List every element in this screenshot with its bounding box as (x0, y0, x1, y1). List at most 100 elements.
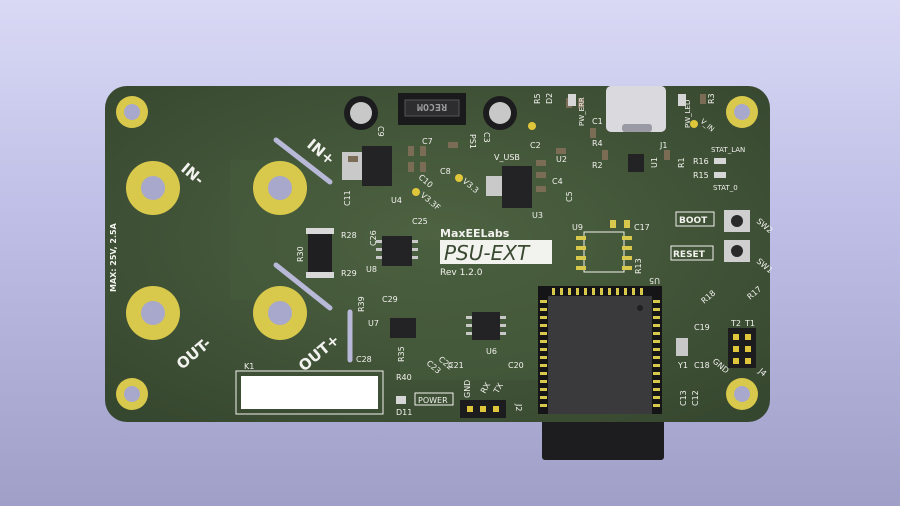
ic-u8 (382, 236, 412, 266)
esp32-pad (560, 288, 563, 295)
copper-pour (400, 240, 540, 380)
resistor-pad (306, 272, 334, 278)
esp32-pad (653, 308, 660, 311)
silk-divider (273, 137, 333, 185)
ref-r35: R35 (397, 346, 406, 362)
ref-u7: U7 (368, 319, 379, 328)
esp32-pad (576, 288, 579, 295)
board-revision: Rev 1.2.0 (440, 268, 483, 278)
ref-c5: C5 (565, 191, 574, 202)
test-point (690, 120, 698, 128)
test-point (455, 174, 463, 182)
esp32-pad (640, 288, 643, 295)
esp32-pad (540, 300, 547, 303)
ref-c13: C13 (679, 390, 688, 406)
brand-box (440, 240, 552, 264)
esp32-pad (624, 288, 627, 295)
esp32-pad (584, 288, 587, 295)
ic-u8-pins (376, 240, 418, 259)
esp32-pad (568, 288, 571, 295)
ref-c18: C18 (694, 361, 710, 370)
esp32-pad (540, 364, 547, 367)
relay-k1-outline (235, 370, 384, 415)
led-pw-led-label: PW_LED (684, 100, 692, 128)
rating-label: MAX: 25V, 2.5A (109, 222, 118, 292)
ref-c8: C8 (440, 167, 451, 176)
header-j4[interactable] (728, 328, 756, 368)
ref-r16: R16 (693, 157, 709, 166)
ref-c4: C4 (552, 177, 563, 186)
led-stat-0 (714, 172, 726, 178)
boot-label-box (675, 211, 715, 227)
esp32-pad (653, 404, 660, 407)
silk-divider (273, 262, 333, 311)
led-stat-lan-label: STAT_LAN (711, 146, 745, 154)
ref-c29: C29 (382, 295, 398, 304)
mounting-hole (116, 378, 148, 410)
esp32-pad (552, 288, 555, 295)
terminal-pad-in-minus (126, 161, 180, 215)
esp32-pad (653, 324, 660, 327)
ref-c17: C17 (634, 223, 650, 232)
boot-button[interactable] (724, 210, 750, 232)
mounting-hole (726, 96, 758, 128)
electrolytic-capacitor-c9 (344, 96, 378, 130)
resistor-pad (306, 228, 334, 234)
esp32-pad (600, 288, 603, 295)
ref-j2: J2 (514, 403, 523, 411)
ref-ps1: PS1 (468, 134, 477, 149)
ref-u8: U8 (366, 265, 377, 274)
ref-c11: C11 (343, 190, 352, 206)
ref-c28: C28 (356, 355, 372, 364)
esp32-pad (653, 348, 660, 351)
led-power-label: POWER (418, 396, 448, 405)
regulator-tab (486, 176, 502, 196)
reset-button[interactable] (724, 240, 750, 262)
ref-c25: C25 (412, 217, 428, 226)
ic-u9-pads (576, 220, 632, 270)
ref-u9: U9 (572, 223, 583, 232)
ref-d2: D2 (545, 93, 554, 104)
esp32-pad (653, 364, 660, 367)
esp32-pad (540, 324, 547, 327)
shunt-resistor-r30 (308, 230, 332, 276)
ref-j1: J1 (659, 141, 667, 150)
ref-c26: C26 (369, 230, 378, 246)
esp32-pad (540, 316, 547, 319)
ref-c3: C3 (482, 132, 491, 143)
ref-y1: Y1 (677, 361, 688, 370)
regulator-u3 (502, 166, 532, 208)
ref-u3: U3 (532, 211, 543, 220)
test-point (412, 188, 420, 196)
relay-k1 (241, 376, 378, 409)
ref-u2: U2 (556, 155, 567, 164)
ic-u6-pins (466, 316, 506, 335)
ref-r13: R13 (634, 258, 643, 274)
ref-r15: R15 (693, 171, 709, 180)
ic-u6 (472, 312, 500, 340)
reset-label: RESET (673, 250, 706, 260)
ref-c1: C1 (592, 117, 603, 126)
ref-r2: R2 (592, 161, 603, 170)
ref-r40: R40 (396, 373, 412, 382)
esp32-pad (540, 388, 547, 391)
ref-u5: U5 (649, 276, 660, 285)
esp32-pad (653, 316, 660, 319)
esp32-pad (540, 372, 547, 375)
ref-r39: R39 (357, 296, 366, 312)
esp32-pads (540, 288, 660, 407)
esp32-pad (632, 288, 635, 295)
boot-label: BOOT (679, 216, 708, 226)
terminal-pad-out-plus (253, 286, 307, 340)
esp32-pad (653, 356, 660, 359)
ic-u7 (390, 318, 416, 338)
esp32-pad (653, 340, 660, 343)
usb-c-connector-j1 (606, 86, 666, 132)
ref-c21: C21 (448, 361, 464, 370)
led-pw-err (568, 94, 576, 106)
esp32-module-u5 (548, 296, 652, 414)
esp32-pad (653, 372, 660, 375)
board-name: PSU-EXT (444, 241, 531, 265)
led-stat-lan (714, 158, 726, 164)
